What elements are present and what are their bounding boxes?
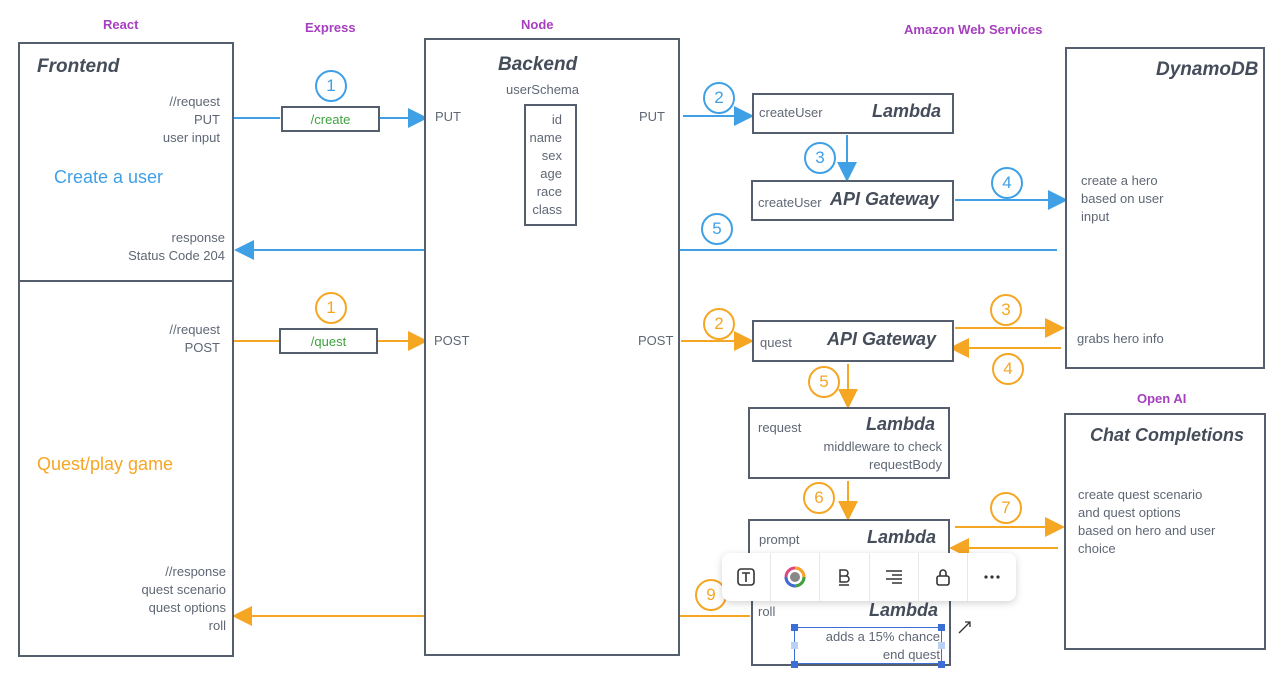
- selection-handle-tl[interactable]: [791, 624, 798, 631]
- quest-step-2: 2: [703, 308, 735, 340]
- schema-box[interactable]: [524, 104, 577, 226]
- create-step-1: 1: [315, 70, 347, 102]
- quest-gateway-title: API Gateway: [827, 329, 937, 349]
- frontend-divider: [18, 280, 234, 282]
- align-tool-button[interactable]: [870, 553, 919, 601]
- quest-step-6: 6: [803, 482, 835, 514]
- category-express: Express: [305, 20, 356, 35]
- chat-completions-title: Chat Completions: [1090, 425, 1245, 445]
- create-gateway-label: createUser: [758, 195, 822, 210]
- prompt-lambda-label: prompt: [759, 532, 800, 547]
- resize-arrow-icon[interactable]: [957, 619, 973, 635]
- dynamodb-grab-text: grabs hero info: [1077, 331, 1164, 346]
- selection-handle-bl[interactable]: [791, 661, 798, 668]
- quest-step-3: 3: [990, 294, 1022, 326]
- create-route-box[interactable]: /create: [281, 106, 380, 132]
- backend-title: Backend: [498, 54, 578, 75]
- quest-step-1: 1: [315, 292, 347, 324]
- dynamodb-create-text: create a hero based on user input: [1081, 173, 1164, 224]
- request-lambda-desc: middleware to check requestBody: [823, 439, 943, 472]
- create-lambda-label: createUser: [759, 105, 823, 120]
- create-step-3: 3: [804, 142, 836, 174]
- dynamodb-box[interactable]: [1065, 47, 1265, 369]
- text-tool-button[interactable]: [722, 553, 772, 601]
- create-user-label: Create a user: [54, 167, 164, 187]
- selection-handle-ml[interactable]: [791, 642, 798, 649]
- quest-step-5: 5: [808, 366, 840, 398]
- create-request-text: //request PUT user input: [162, 94, 220, 145]
- schema-fields: id name sex age race class: [529, 112, 562, 217]
- create-gateway-title: API Gateway: [830, 189, 940, 209]
- quest-step-4: 4: [992, 353, 1024, 385]
- category-node: Node: [521, 17, 554, 32]
- selection-handle-tr[interactable]: [938, 624, 945, 631]
- category-aws: Amazon Web Services: [904, 22, 1043, 37]
- text-format-toolbar: [722, 553, 1016, 601]
- prompt-lambda-title: Lambda: [867, 527, 937, 547]
- frontend-box[interactable]: [18, 42, 234, 657]
- schema-title: userSchema: [506, 82, 579, 97]
- backend-post-in: POST: [434, 333, 470, 348]
- roll-lambda-desc[interactable]: adds a 15% chance end quest: [825, 629, 940, 662]
- selection-handle-mr[interactable]: [938, 642, 945, 649]
- quest-step-7: 7: [990, 492, 1022, 524]
- quest-request-text: //request POST: [169, 322, 220, 355]
- request-lambda-label: request: [758, 420, 802, 435]
- color-icon: [784, 566, 806, 588]
- more-tool-button[interactable]: [968, 553, 1016, 601]
- roll-lambda-title: Lambda: [869, 600, 939, 620]
- create-gateway-box[interactable]: [751, 180, 954, 221]
- lock-tool-button[interactable]: [919, 553, 968, 601]
- create-step-5: 5: [701, 213, 733, 245]
- request-lambda-box[interactable]: [748, 407, 950, 479]
- quest-gateway-label: quest: [760, 335, 792, 350]
- quest-route-box[interactable]: /quest: [279, 328, 378, 354]
- text-icon: [737, 568, 755, 586]
- selection-handle-br[interactable]: [938, 661, 945, 668]
- create-response-text: response Status Code 204: [128, 230, 225, 263]
- bold-icon: [839, 569, 851, 586]
- create-step-4: 4: [991, 167, 1023, 199]
- create-lambda-box[interactable]: [752, 93, 954, 134]
- backend-put-out: PUT: [639, 109, 665, 124]
- quest-play-label: Quest/play game: [37, 454, 174, 474]
- frontend-title: Frontend: [37, 56, 120, 77]
- quest-response-text: //response quest scenario quest options …: [141, 564, 226, 633]
- category-openai: Open AI: [1137, 391, 1187, 406]
- backend-put-in: PUT: [435, 109, 461, 124]
- create-lambda-title: Lambda: [872, 101, 942, 121]
- chat-completions-box[interactable]: [1064, 413, 1266, 650]
- create-step-2: 2: [703, 82, 735, 114]
- dynamodb-title: DynamoDB: [1156, 59, 1259, 80]
- quest-gateway-box[interactable]: [752, 320, 954, 362]
- color-tool-button[interactable]: [771, 553, 821, 601]
- backend-post-out: POST: [638, 333, 674, 348]
- bold-tool-button[interactable]: [820, 553, 870, 601]
- chat-completions-text: create quest scenario and quest options …: [1078, 487, 1216, 556]
- lock-icon: [935, 569, 950, 586]
- roll-lambda-label: roll: [758, 604, 776, 619]
- category-react: React: [103, 17, 139, 32]
- request-lambda-title: Lambda: [866, 414, 936, 434]
- align-icon: [885, 570, 902, 584]
- more-icon: [984, 575, 1000, 579]
